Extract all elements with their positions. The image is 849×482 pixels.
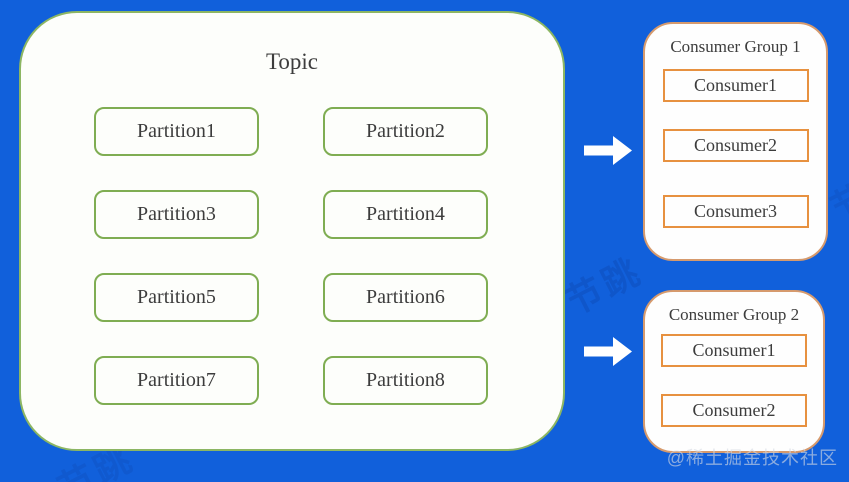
partition-box-8: Partition8 [323,356,488,405]
juejin-watermark: @稀土掘金技术社区 [666,448,838,468]
partition-box-2: Partition2 [323,107,488,156]
topic-title: Topic [265,49,319,74]
partition-box-1: Partition1 [94,107,259,156]
consumer-group-2-container: Consumer Group 2 Consumer1 Consumer2 [643,290,825,453]
consumer-box: Consumer2 [662,129,809,162]
consumer-box: Consumer2 [661,394,807,427]
topic-container: Topic Partition1 Partition2 Partition3 P… [19,11,565,451]
right-arrow-icon [584,337,632,366]
partition-box-7: Partition7 [94,356,259,405]
partition-box-6: Partition6 [323,273,488,322]
partition-box-5: Partition5 [94,273,259,322]
consumer-box: Consumer1 [661,334,807,367]
consumer-group-1-title: Consumer Group 1 [670,37,801,56]
partition-grid: Partition1 Partition2 Partition3 Partiti… [94,107,488,405]
partition-box-4: Partition4 [323,190,488,239]
consumer-group-2-title: Consumer Group 2 [668,305,800,324]
consumer-box: Consumer1 [662,69,809,102]
consumer-box: Consumer3 [662,195,809,228]
background-watermark: 节跳 [559,250,650,323]
right-arrow-icon [584,136,632,165]
partition-box-3: Partition3 [94,190,259,239]
consumer-group-1-container: Consumer Group 1 Consumer1 Consumer2 Con… [643,22,828,261]
